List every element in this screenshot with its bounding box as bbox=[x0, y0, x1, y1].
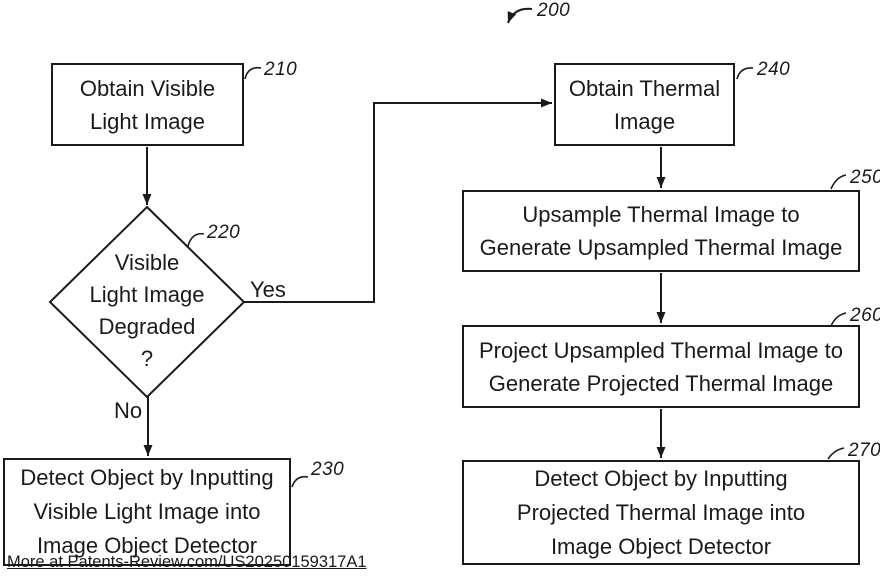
flow-box-obtain-visible-light-image: Obtain Visible Light Image bbox=[51, 63, 244, 146]
edge-label-no: No bbox=[114, 398, 143, 423]
leader-260 bbox=[830, 312, 847, 327]
ref-number-220: 220 bbox=[207, 222, 241, 243]
flow-box-detect-object-thermal: Detect Object by Inputting Projected The… bbox=[462, 460, 860, 565]
edge-label-yes: Yes bbox=[250, 277, 286, 302]
ref-number-240: 240 bbox=[757, 59, 791, 80]
flow-box-project-upsampled-thermal-image: Project Upsampled Thermal Image to Gener… bbox=[462, 325, 860, 408]
ref-number-230: 230 bbox=[311, 459, 345, 480]
leader-210 bbox=[244, 66, 262, 80]
leader-220 bbox=[187, 232, 205, 247]
figure-ref-number: 200 bbox=[537, 0, 571, 21]
decision-text-visible-light-degraded: Visible Light Image Degraded ? bbox=[89, 250, 205, 371]
ref-number-210: 210 bbox=[264, 59, 298, 80]
watermark-link[interactable]: More at Patents-Review.com/US20250159317… bbox=[7, 553, 367, 571]
flow-box-obtain-thermal-image: Obtain Thermal Image bbox=[554, 63, 735, 146]
ref-number-270: 270 bbox=[848, 440, 880, 461]
arrow-220-yes-to-240 bbox=[244, 98, 552, 303]
leader-240 bbox=[736, 67, 754, 80]
ref-number-250: 250 bbox=[850, 167, 880, 188]
leader-230 bbox=[291, 475, 309, 488]
figure-ref-arrow bbox=[507, 7, 533, 24]
flow-box-detect-object-visible: Detect Object by Inputting Visible Light… bbox=[3, 458, 291, 566]
ref-number-260: 260 bbox=[850, 305, 880, 326]
flow-box-upsample-thermal-image: Upsample Thermal Image to Generate Upsam… bbox=[462, 190, 860, 272]
leader-250 bbox=[830, 174, 847, 190]
leader-270 bbox=[827, 447, 845, 460]
